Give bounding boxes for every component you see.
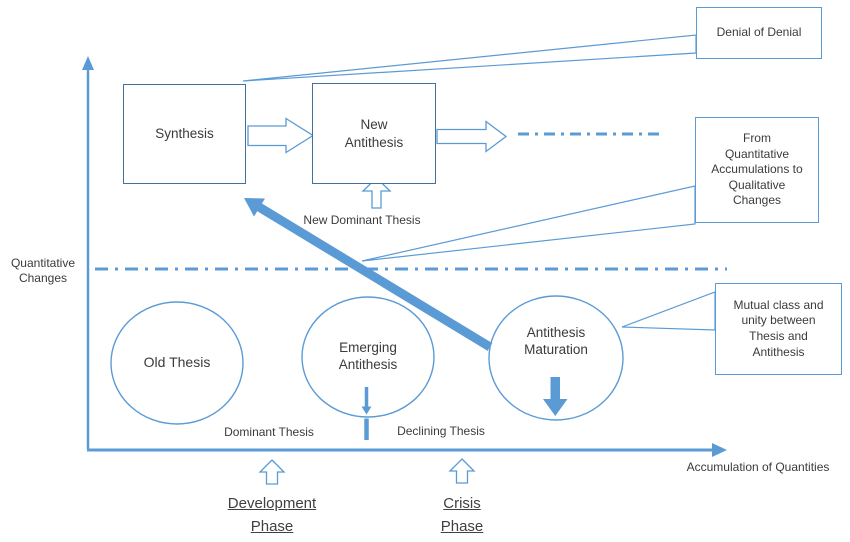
synthesis-to-new-antithesis-arrow [247,117,315,154]
new-antithesis-forward-arrow [436,120,508,153]
from-quantitative-callout: From Quantitative Accumulations to Quali… [695,117,819,223]
antithesis-maturation-label: Antithesis Maturation [524,325,588,357]
y-axis-label: Quantitative Changes [10,256,76,285]
declining-thesis-dashed-arrow [361,387,372,440]
crisis-phase-label: Crisis Phase [440,495,484,535]
crisis-phase-up-arrow [448,458,476,484]
old-thesis-circle [110,301,244,425]
new-dominant-thesis-up-arrow [361,177,392,209]
emerging-antithesis-circle [301,296,435,418]
maturation-down-arrow [543,377,568,416]
antithesis-maturation-circle [488,295,624,421]
declining-thesis-label: Declining Thesis [397,424,485,438]
development-phase-label: Development Phase [227,495,317,535]
x-axis [87,443,727,457]
dominant-thesis-label: Dominant Thesis [224,425,314,439]
new-antithesis-box: New Antithesis [312,83,436,184]
x-axis-label: Accumulation of Quantities [686,460,830,474]
y-axis [82,56,94,449]
old-thesis-label: Old Thesis [143,354,211,370]
denial-of-denial-callout: Denial of Denial [696,7,822,59]
denial-callout-wedge [242,34,697,82]
y-axis-arrowhead [82,56,94,70]
new-dominant-thesis-label: New Dominant Thesis [303,213,421,227]
x-axis-arrowhead [712,443,727,457]
emerging-antithesis-label: Emerging Antithesis [338,340,398,372]
mutual-class-callout: Mutual class and unity between Thesis an… [715,283,842,375]
maturation-to-synthesis-thick-arrow [244,198,493,351]
synthesis-box: Synthesis [123,84,246,184]
mutual-class-callout-wedge [621,291,716,331]
development-phase-up-arrow [258,459,286,485]
